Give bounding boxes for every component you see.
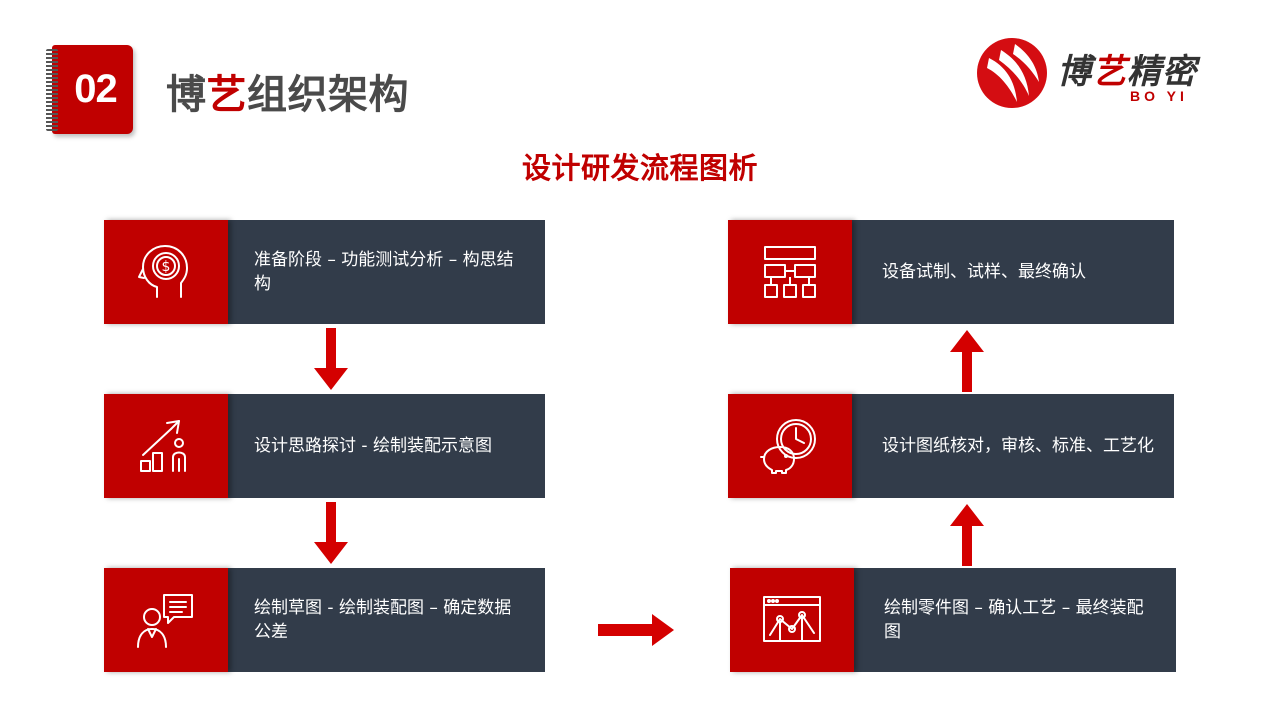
logo-english-name: BO YI xyxy=(1130,88,1188,104)
step-6-text: 设备试制、试样、最终确认 xyxy=(882,262,1086,282)
person-speech-icon xyxy=(137,594,193,648)
browser-chart-icon xyxy=(763,596,821,642)
step-2-text: 设计思路探讨 - 绘制装配示意图 xyxy=(254,436,492,456)
arrow-down-step1-to-step2 xyxy=(314,328,348,390)
step-4-text-panel: 绘制零件图 – 确认工艺 – 最终装配图 xyxy=(854,568,1176,672)
step-6-icon-box xyxy=(728,220,852,324)
flow-step-4: 绘制零件图 – 确认工艺 – 最终装配图 xyxy=(730,568,1176,672)
clock-piggybank-icon xyxy=(760,419,816,474)
notebook-rings-decoration xyxy=(46,49,58,131)
step-1-icon-box: $ xyxy=(104,220,228,324)
arrow-right-step3-to-step4 xyxy=(598,614,674,646)
step-5-icon-box xyxy=(728,394,852,498)
flow-step-5: 设计图纸核对，审核、标准、工艺化 xyxy=(728,394,1174,498)
logo-cn-highlight: 艺 xyxy=(1092,52,1127,92)
logo-cn-part1: 博 xyxy=(1057,52,1092,92)
arrow-down-step2-to-step3 xyxy=(314,502,348,564)
svg-text:$: $ xyxy=(162,259,171,275)
arrow-up-step5-to-step6 xyxy=(950,330,984,392)
head-dollar-icon: $ xyxy=(138,245,188,298)
step-4-icon-box xyxy=(730,568,854,672)
page-title-highlight: 艺 xyxy=(206,72,247,118)
page-title: 博艺组织架构 xyxy=(166,62,409,120)
step-3-text: 绘制草图 - 绘制装配图 – 确定数据公差 xyxy=(254,598,512,642)
section-number: 02 xyxy=(74,67,118,111)
logo-chinese-name: 博艺精密 xyxy=(1057,44,1197,93)
step-1-text-panel: 准备阶段 – 功能测试分析 – 构思结构 xyxy=(228,220,545,324)
flow-step-6: 设备试制、试样、最终确认 xyxy=(728,220,1174,324)
flow-step-3: 绘制草图 - 绘制装配图 – 确定数据公差 xyxy=(104,568,545,672)
step-3-icon-box xyxy=(104,568,228,672)
flow-step-1: $ 准备阶段 – 功能测试分析 – 构思结构 xyxy=(104,220,545,324)
arrow-up-step4-to-step5 xyxy=(950,504,984,566)
step-1-text: 准备阶段 – 功能测试分析 – 构思结构 xyxy=(254,250,514,294)
step-3-text-panel: 绘制草图 - 绘制装配图 – 确定数据公差 xyxy=(228,568,545,672)
step-2-text-panel: 设计思路探讨 - 绘制装配示意图 xyxy=(228,394,545,498)
diagram-title: 设计研发流程图析 xyxy=(521,151,758,185)
growth-chart-person-icon xyxy=(140,420,186,472)
logo-cn-part2: 精密 xyxy=(1127,52,1197,92)
page-title-part2: 组织架构 xyxy=(247,72,409,118)
company-logo-icon xyxy=(977,38,1047,108)
flow-step-2: 设计思路探讨 - 绘制装配示意图 xyxy=(104,394,545,498)
step-5-text: 设计图纸核对，审核、标准、工艺化 xyxy=(882,436,1154,456)
step-5-text-panel: 设计图纸核对，审核、标准、工艺化 xyxy=(852,394,1174,498)
org-chart-icon xyxy=(764,246,816,298)
step-4-text: 绘制零件图 – 确认工艺 – 最终装配图 xyxy=(884,598,1144,642)
step-2-icon-box xyxy=(104,394,228,498)
step-6-text-panel: 设备试制、试样、最终确认 xyxy=(852,220,1174,324)
section-number-badge xyxy=(52,45,133,134)
page-title-part1: 博 xyxy=(166,72,207,118)
